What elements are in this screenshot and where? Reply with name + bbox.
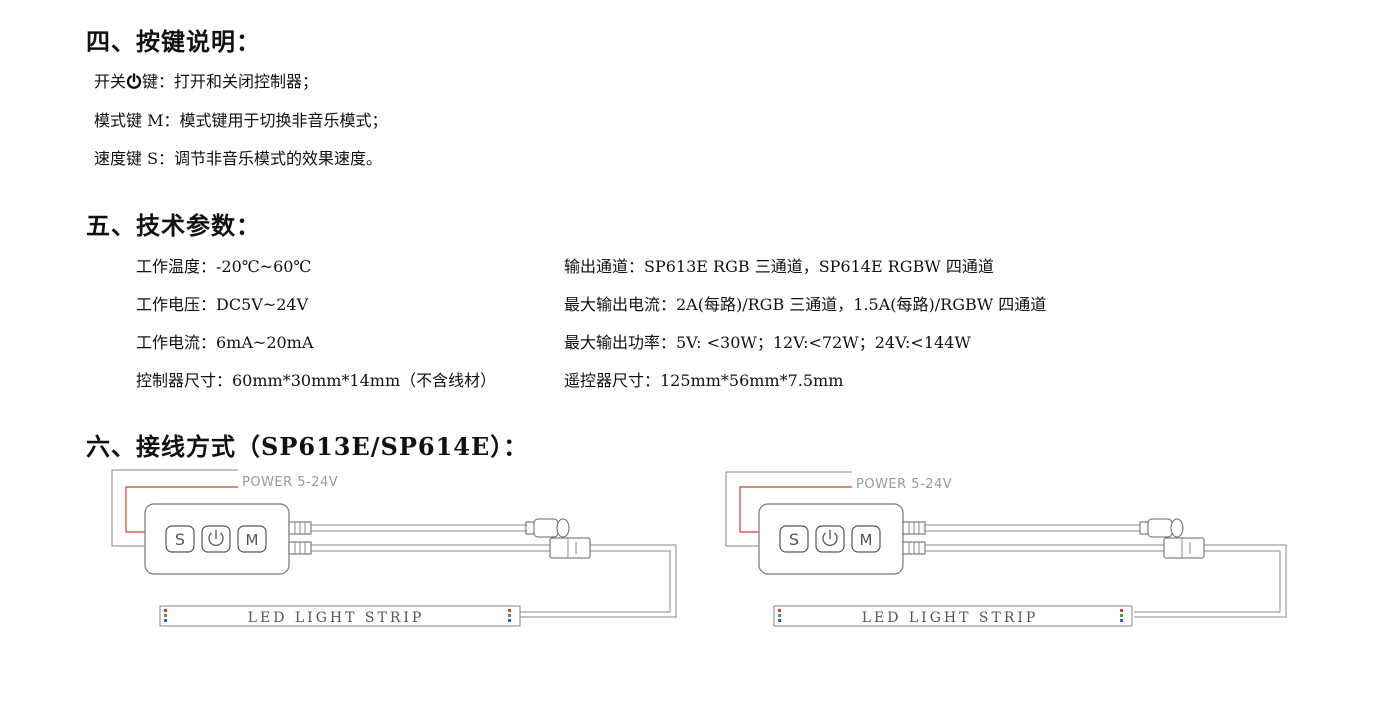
spec-max-output-current: 最大输出电流：2A(每路)/RGB 三通道，1.5A(每路)/RGBW 四通道 [564,295,1047,314]
power-wire-black [111,469,238,547]
strip-connector [549,537,591,559]
power-wire-red [125,486,238,533]
wiring-diagram-2: POWER 5-24V S M [725,471,1287,627]
spec-remote-size: 遥控器尺寸：125mm*56mm*7.5mm [564,371,844,390]
svg-text:M: M [246,531,259,549]
power-icon [126,73,142,89]
spec-controller-size: 控制器尺寸：60mm*30mm*14mm（不含线材） [136,371,497,390]
strip-solder-pads [164,609,511,622]
spec-operating-temperature: 工作温度：-20℃~60℃ [136,257,312,276]
dc-jack-connector [1139,518,1184,538]
strip-label: LED LIGHT STRIP [248,610,425,626]
button-m: M [237,525,267,553]
section6-heading: 六、接线方式（SP613E/SP614E）： [86,432,529,461]
controller-plugs [902,521,926,555]
spec-operating-voltage: 工作电压：DC5V~24V [136,295,309,314]
wiring-diagram-1: POWER 5-24V S M [111,469,677,627]
svg-text:S: S [789,530,799,549]
power-icon [208,532,224,547]
spec-max-output-power: 最大输出功率：5V: <30W；12V:<72W；24V:<144W [564,333,971,352]
svg-text:S: S [175,530,185,549]
svg-text:M: M [860,531,873,549]
button-s: S [779,525,809,553]
button-m: M [851,525,881,553]
strip-solder-pads [778,609,1123,622]
section4-heading: 四、按键说明： [86,27,261,56]
strip-label: LED LIGHT STRIP [862,610,1039,626]
power-key-suffix: 键：打开和关闭控制器； [142,72,319,91]
mode-key-description: 模式键 M：模式键用于切换非音乐模式； [94,111,388,130]
button-power [815,525,845,553]
power-key-prefix: 开关 [94,72,127,91]
section5-heading: 五、技术参数： [86,211,261,240]
power-label: POWER 5-24V [856,477,952,492]
button-power [201,525,231,553]
power-wire-red [739,486,852,533]
dc-jack-connector [525,518,570,538]
spec-operating-current: 工作电流：6mA~20mA [136,333,314,352]
power-wire-black [725,471,852,547]
strip-connector [1163,537,1205,559]
power-key-description: 开关键：打开和关闭控制器； [94,68,318,92]
controller-plugs [288,521,312,555]
spec-output-channels: 输出通道：SP613E RGB 三通道，SP614E RGBW 四通道 [564,257,994,276]
button-s: S [165,525,195,553]
speed-key-description: 速度键 S：调节非音乐模式的效果速度。 [94,149,383,168]
led-strip [773,605,1133,627]
power-label: POWER 5-24V [242,475,338,490]
led-strip [159,605,521,627]
power-icon [822,532,838,547]
